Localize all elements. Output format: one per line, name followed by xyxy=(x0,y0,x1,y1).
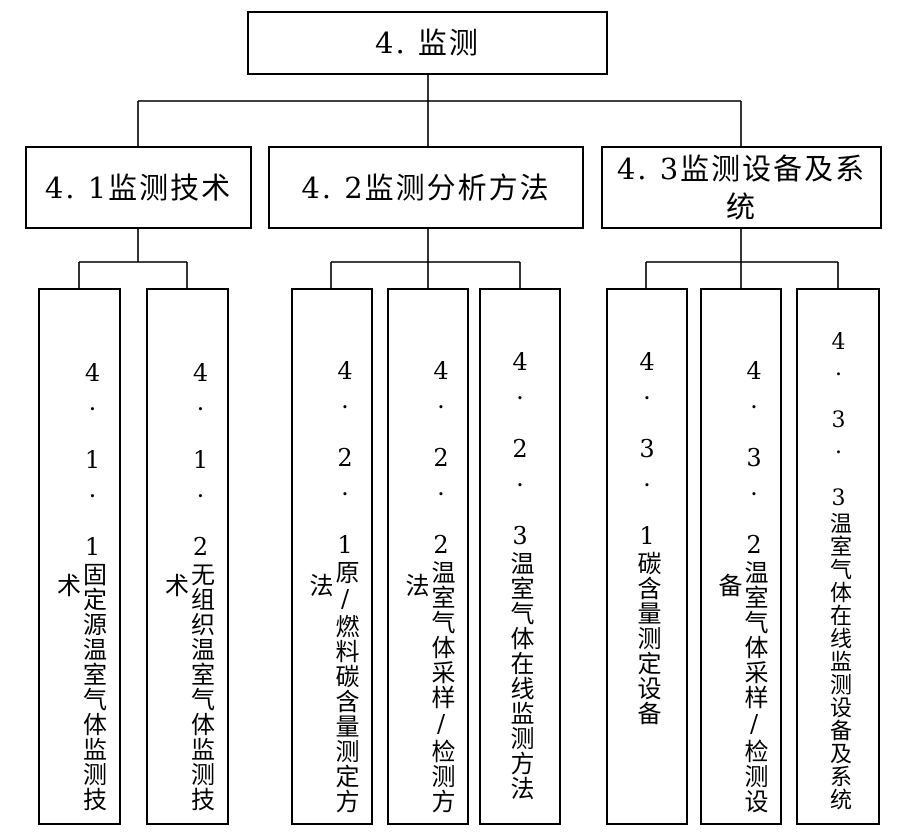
branch-node-monitoring-technology: 4. 1监测技术 xyxy=(25,146,252,229)
root-node: 4. 监测 xyxy=(247,11,608,75)
leaf-node-online-monitoring-equipment-system: 4. 3. 3温室气体在线监测设备及系统 xyxy=(796,288,880,825)
branch-node-equipment-and-systems: 4. 3监测设备及系统 xyxy=(601,146,882,229)
leaf-node-sampling-detection-equipment: 4. 3. 2温室气体采样/检测设备 xyxy=(700,288,782,825)
leaf-node-label: 4. 1. 1固定源温室气体监测技术 xyxy=(52,359,107,812)
leaf-node-fuel-carbon-content-method: 4. 2. 1原/燃料碳含量测定方法 xyxy=(291,288,373,825)
leaf-node-online-monitoring-method: 4. 2. 3温室气体在线监测方法 xyxy=(479,288,561,825)
leaf-node-fugitive-monitoring: 4. 1. 2无组织温室气体监测技术 xyxy=(146,288,229,825)
leaf-node-label: 4. 3. 3温室气体在线监测设备及系统 xyxy=(826,330,851,811)
leaf-node-label: 4. 2. 3温室气体在线监测方法 xyxy=(506,348,534,801)
leaf-node-sampling-detection-method: 4. 2. 2温室气体采样/检测方法 xyxy=(387,288,469,825)
leaf-node-label: 4. 2. 1原/燃料碳含量测定方法 xyxy=(305,357,359,814)
root-node-label: 4. 监测 xyxy=(375,26,480,60)
leaf-node-carbon-content-equipment: 4. 3. 1碳含量测定设备 xyxy=(606,288,688,825)
branch-node-label: 4. 1监测技术 xyxy=(44,170,233,205)
branch-node-label: 4. 2监测分析方法 xyxy=(301,170,551,205)
leaf-node-label: 4. 2. 2温室气体采样/检测方法 xyxy=(401,357,455,814)
branch-node-label: 4. 3监测设备及系统 xyxy=(616,151,867,224)
leaf-node-label: 4. 1. 2无组织温室气体监测技术 xyxy=(160,359,215,812)
leaf-node-label: 4. 3. 1碳含量测定设备 xyxy=(633,348,661,726)
leaf-node-label: 4. 3. 2温室气体采样/检测设备 xyxy=(714,357,768,814)
leaf-node-fixed-source-monitoring: 4. 1. 1固定源温室气体监测技术 xyxy=(38,288,121,825)
branch-node-analysis-methods: 4. 2监测分析方法 xyxy=(268,146,584,229)
